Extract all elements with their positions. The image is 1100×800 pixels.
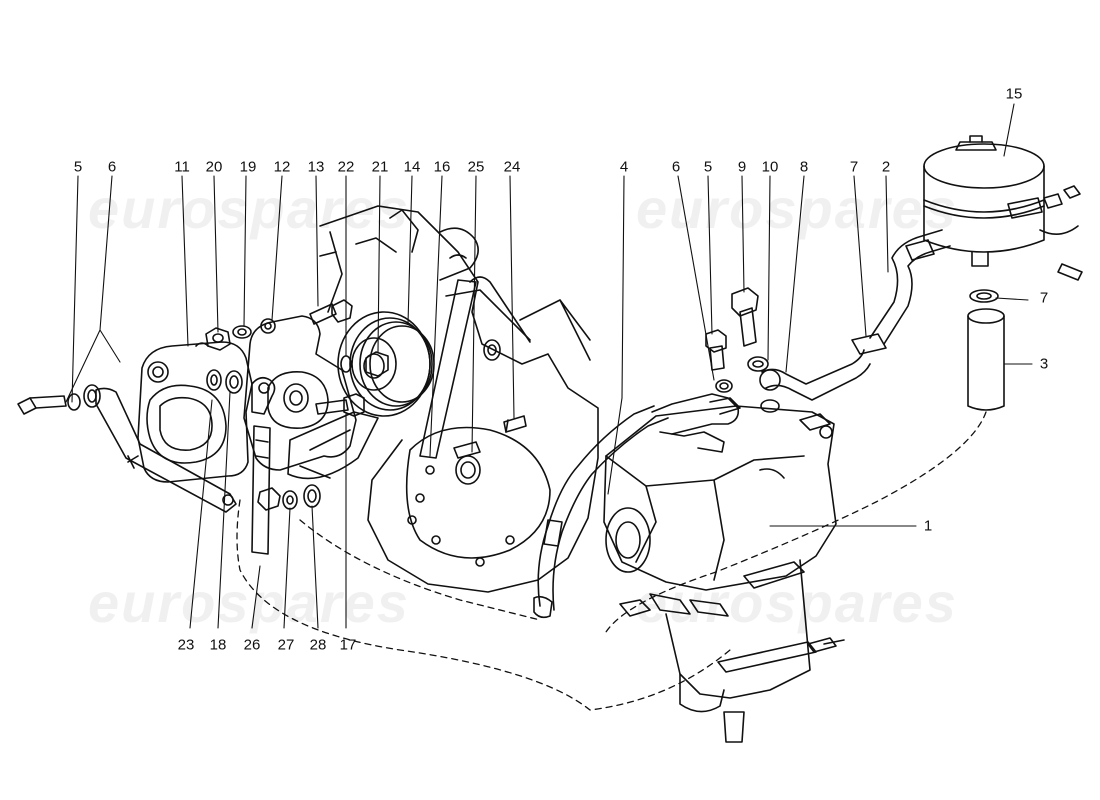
callout-7b: 7 — [1039, 289, 1049, 307]
callout-22: 22 — [337, 158, 355, 176]
bolt-part-17 — [315, 393, 365, 417]
callout-18: 18 — [209, 636, 227, 654]
callout-21: 21 — [371, 158, 389, 176]
nut-part-20 — [205, 327, 231, 351]
callout-6: 6 — [107, 158, 117, 176]
callout-17: 17 — [339, 636, 357, 654]
reservoir-part-15 — [923, 135, 1081, 267]
hose-part-2 — [869, 229, 951, 345]
callout-13: 13 — [307, 158, 325, 176]
stud-part-25 — [453, 441, 481, 485]
bracket-part-12 — [243, 315, 379, 480]
washer-part-27 — [282, 490, 298, 510]
pulley-part-14 — [337, 311, 435, 417]
routing-dashes — [236, 411, 987, 711]
link-part-18 — [225, 370, 276, 415]
leader-lines — [65, 103, 1033, 629]
banjo-bolt-part-9 — [731, 287, 759, 347]
callout-5: 5 — [73, 158, 83, 176]
engine-cover — [319, 205, 599, 593]
callout-26: 26 — [243, 636, 261, 654]
stud-part-26 — [251, 425, 281, 555]
callout-19: 19 — [239, 158, 257, 176]
callout-10: 10 — [761, 158, 779, 176]
callout-16: 16 — [433, 158, 451, 176]
callout-2: 2 — [881, 158, 891, 176]
nut-part-21 — [365, 351, 389, 377]
callout-6b: 6 — [671, 158, 681, 176]
bolt-part-5 — [17, 395, 67, 415]
callout-3: 3 — [1039, 355, 1049, 373]
adjust-rod-part-23 — [95, 387, 237, 513]
callout-14: 14 — [403, 158, 421, 176]
callout-25: 25 — [467, 158, 485, 176]
hose-part-3 — [967, 308, 1005, 411]
callout-23: 23 — [177, 636, 195, 654]
oil-seals-25 — [483, 339, 501, 361]
washer-part-6b — [715, 379, 733, 393]
clip-part-7b — [969, 289, 999, 303]
callout-7: 7 — [849, 158, 859, 176]
pipe-part-8 — [759, 349, 871, 401]
callout-27: 27 — [277, 636, 295, 654]
belt-part-16 — [419, 276, 531, 459]
callout-8: 8 — [799, 158, 809, 176]
steering-arm — [665, 559, 845, 743]
stud-small — [1057, 263, 1083, 281]
callout-12: 12 — [273, 158, 291, 176]
stud-part-13 — [309, 299, 353, 325]
callout-11: 11 — [174, 158, 190, 176]
callout-20: 20 — [205, 158, 223, 176]
callout-4: 4 — [619, 158, 629, 176]
stud-part-24 — [503, 415, 527, 433]
clip-part-7 — [851, 333, 887, 355]
callout-1: 1 — [923, 517, 933, 535]
hose-part-4 — [533, 393, 741, 619]
callout-5b: 5 — [703, 158, 713, 176]
steering-box-part-1 — [603, 405, 837, 617]
callout-15: 15 — [1005, 85, 1023, 103]
washer-part-28 — [303, 484, 321, 508]
pump-part-11 — [137, 341, 253, 483]
washer-part-19 — [232, 325, 252, 339]
callout-28: 28 — [309, 636, 327, 654]
callout-24: 24 — [503, 158, 521, 176]
callout-9: 9 — [737, 158, 747, 176]
washer-part-10 — [747, 356, 780, 413]
